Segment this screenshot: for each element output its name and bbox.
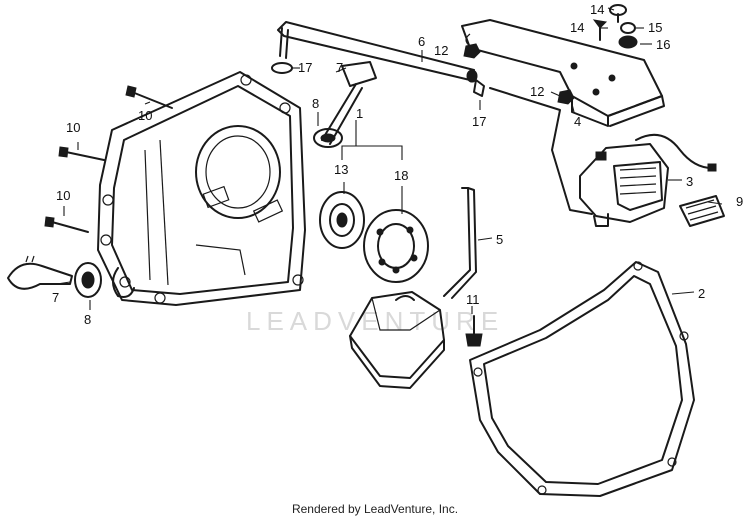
callout-17-right: 17: [472, 114, 486, 129]
bracket-4: [461, 19, 665, 127]
breather-pipe-6: [277, 21, 478, 83]
oil-filler-cap-left: [7, 255, 73, 290]
harness-wire: [489, 87, 593, 215]
ignition-unit-3: [579, 133, 717, 227]
callout-14-upper: 14: [590, 2, 604, 17]
callout-14-lower: 14: [570, 20, 584, 35]
screw-14-lower: [592, 19, 608, 41]
callout-12-lower: 12: [530, 84, 544, 99]
bolt-10-upper: [125, 85, 173, 109]
callout-13: 13: [334, 162, 348, 177]
callout-2: 2: [698, 286, 705, 301]
plate-9: [679, 195, 725, 227]
callout-9: 9: [736, 194, 743, 209]
clip-17-left: [271, 62, 293, 74]
footer-credit: Rendered by LeadVenture, Inc.: [291, 502, 459, 516]
watermark: LEADVENTURE: [246, 306, 504, 336]
gasket-2: [469, 261, 695, 497]
bolt-14-upper: [609, 4, 627, 23]
callout-17-left: 17: [298, 60, 312, 75]
callout-7-lower: 7: [52, 290, 59, 305]
nut-12-upper: [463, 43, 481, 59]
callout-11: 11: [466, 292, 480, 307]
callout-16: 16: [656, 37, 670, 52]
clip-17-right: [473, 79, 485, 97]
leader-lines: [56, 7, 723, 314]
callout-10-middle: 10: [66, 120, 80, 135]
callout-10-lower: 10: [56, 188, 70, 203]
crankcase-cover-part: [97, 71, 306, 306]
callout-3: 3: [686, 174, 693, 189]
callout-18: 18: [394, 168, 408, 183]
callout-15: 15: [648, 20, 662, 35]
callout-5: 5: [496, 232, 503, 247]
washer-15: [620, 22, 636, 34]
callout-1: 1: [356, 106, 363, 121]
nut-12-lower: [557, 89, 575, 105]
callout-10-upper: 10: [138, 108, 152, 123]
callout-8-lower: 8: [84, 312, 91, 327]
bearing-13: [319, 191, 365, 249]
oil-seal-upper: [313, 128, 343, 148]
oil-sensor-5: [349, 187, 477, 389]
grommet-16: [618, 35, 638, 49]
callout-12-upper: 12: [434, 43, 448, 58]
bolt-11: [465, 315, 483, 347]
oil-seal-left: [74, 262, 102, 298]
callout-8-upper: 8: [312, 96, 319, 111]
callout-6: 6: [418, 34, 425, 49]
bearing-18: [363, 209, 429, 283]
oil-filler-tube-upper: [321, 61, 377, 145]
callout-4: 4: [574, 114, 581, 129]
callout-7-upper: 7: [336, 60, 343, 75]
bolt-10-lower: [44, 216, 89, 233]
bolt-10-middle: [58, 146, 105, 161]
